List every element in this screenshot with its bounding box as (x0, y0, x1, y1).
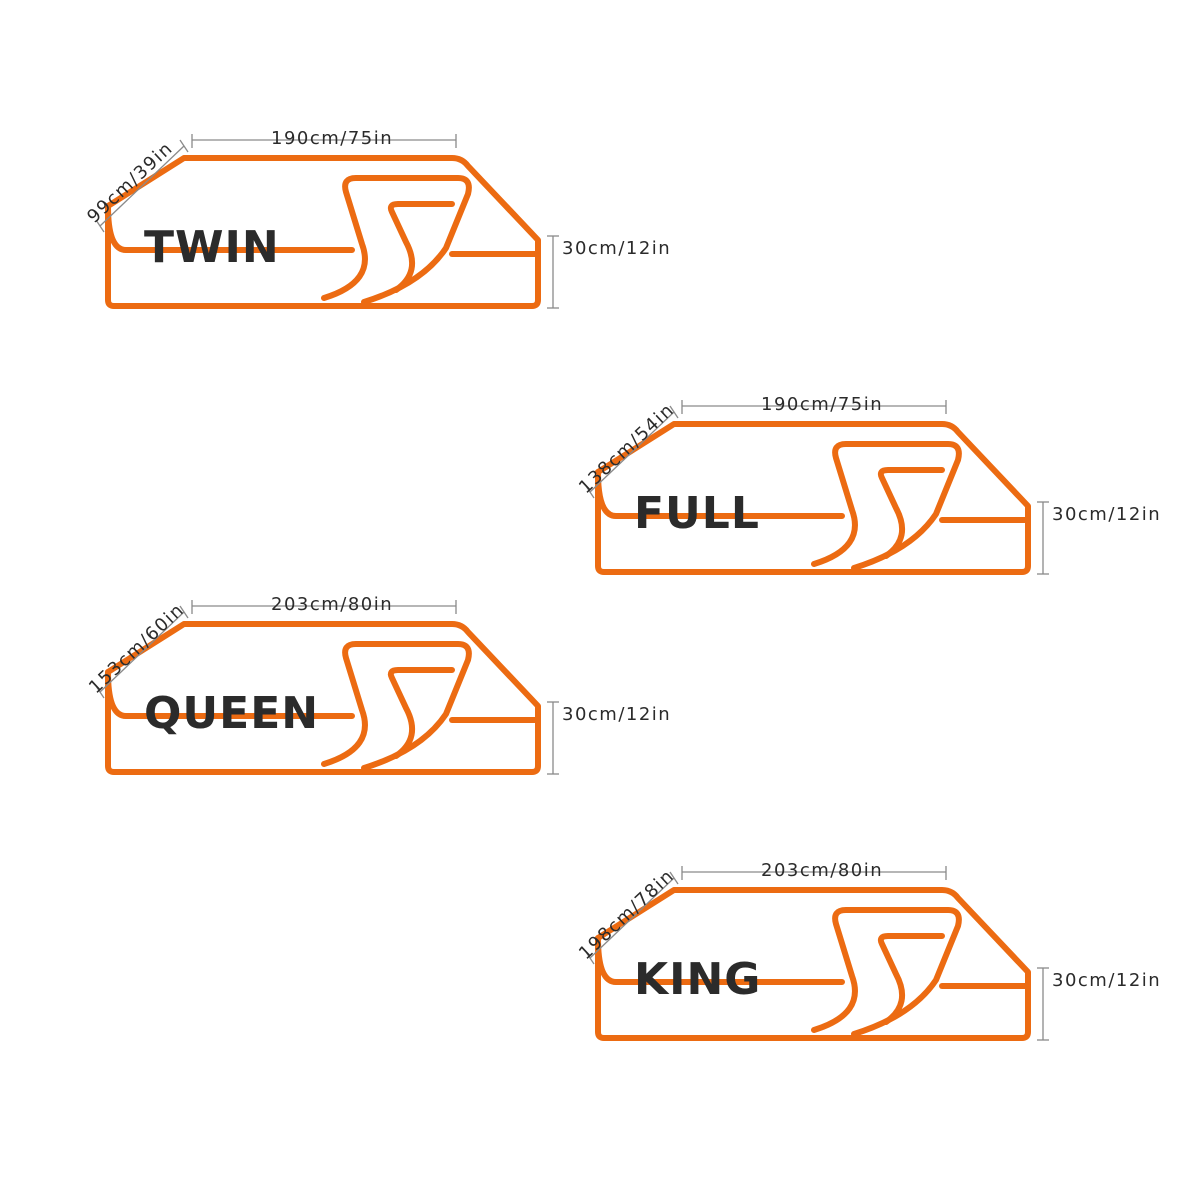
length-label: 203cm/80in (761, 860, 884, 881)
mattress-drawing (95, 134, 559, 309)
mattress-drawing (585, 400, 1049, 575)
mattress-twin: TWIN 190cm/75in 99cm/39in 30cm/12in (83, 112, 726, 352)
height-dimension-line (547, 701, 559, 775)
height-label: 30cm/12in (562, 238, 672, 259)
mattress-top-outline (105, 621, 541, 775)
mattress-drawing (95, 600, 559, 775)
size-name: FULL (634, 488, 760, 539)
mattress-cover-fold-inner (387, 201, 455, 293)
length-label: 190cm/75in (271, 128, 394, 149)
mattress-top-outline (595, 421, 1031, 575)
height-dimension-line (1037, 967, 1049, 1041)
mattress-top-outline (595, 887, 1031, 1041)
width-dimension-line (585, 871, 679, 965)
width-dimension-line (585, 405, 679, 499)
height-dimension-line (1037, 501, 1049, 575)
length-label: 190cm/75in (761, 394, 884, 415)
mattress-cover-fold-inner (877, 933, 945, 1025)
length-dimension-line (681, 866, 947, 880)
height-dimension-line (547, 235, 559, 309)
mattress-front-seam (105, 669, 355, 719)
mattress-queen: QUEEN 203cm/80in 153cm/60in 30cm/12in (85, 578, 726, 818)
width-dimension-line (95, 139, 189, 233)
height-label: 30cm/12in (1052, 504, 1162, 525)
mattress-top-outline (105, 155, 541, 309)
mattress-full: FULL 190cm/75in 138cm/54in 30cm/12in (575, 378, 1200, 618)
width-dimension-line (95, 605, 189, 699)
mattress-cover-fold-inner (877, 467, 945, 559)
length-dimension-line (681, 400, 947, 414)
mattress-front-seam (595, 935, 845, 985)
mattress-drawing (585, 866, 1049, 1041)
size-name: KING (634, 954, 762, 1005)
mattress-cover-fold-inner (387, 667, 455, 759)
mattress-front-seam (595, 469, 845, 519)
size-name: QUEEN (144, 688, 320, 739)
mattress-cover-fold-outer (811, 441, 962, 571)
length-dimension-line (191, 600, 457, 614)
length-dimension-line (191, 134, 457, 148)
height-label: 30cm/12in (562, 704, 672, 725)
mattress-cover-fold-outer (811, 907, 962, 1037)
mattress-front-seam (105, 203, 355, 253)
mattress-king: KING 203cm/80in 198cm/78in 30cm/12in (575, 844, 1200, 1084)
height-label: 30cm/12in (1052, 970, 1162, 991)
mattress-cover-fold-outer (321, 175, 472, 305)
length-label: 203cm/80in (271, 594, 394, 615)
size-name: TWIN (144, 222, 280, 273)
mattress-cover-fold-outer (321, 641, 472, 771)
